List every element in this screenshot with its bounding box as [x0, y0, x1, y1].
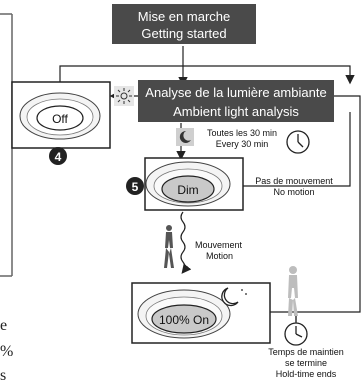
- moon-icon: [176, 128, 194, 146]
- every-30-min-fr: Toutes les 30 min: [207, 128, 277, 138]
- getting-started-box: Mise en marche Getting started: [112, 4, 256, 44]
- left-frame-fragment: [0, 13, 13, 277]
- getting-started-en: Getting started: [141, 26, 226, 41]
- sun-icon: [114, 86, 134, 106]
- dim-lamp: Dim: [144, 157, 244, 211]
- hold-time-line-2: se termine: [285, 358, 327, 368]
- on-lamp: 100% On: [131, 282, 271, 344]
- analysis-fr: Analyse de la lumière ambiante: [145, 85, 326, 100]
- every-30-min-en: Every 30 min: [216, 139, 269, 149]
- no-motion-en: No motion: [273, 187, 314, 197]
- standing-person-icon: [288, 266, 298, 316]
- step-5-badge: 5: [126, 177, 144, 195]
- hold-time-line-3: Hold-time ends: [276, 369, 337, 379]
- left-edge-text-1: e: [0, 317, 7, 334]
- analysis-en: Ambient light analysis: [173, 104, 299, 119]
- step-4-badge: 4: [49, 147, 67, 165]
- ambient-light-analysis-box: Analyse de la lumière ambiante Ambient l…: [138, 80, 334, 122]
- getting-started-fr: Mise en marche: [138, 9, 230, 24]
- dim-label: Dim: [177, 183, 198, 197]
- walking-person-icon: [164, 225, 174, 268]
- off-label: Off: [52, 112, 68, 126]
- left-edge-text-2: %: [0, 343, 13, 360]
- step-5-number: 5: [132, 180, 139, 194]
- no-motion-fr: Pas de mouvement: [255, 176, 333, 186]
- off-lamp: Off: [11, 81, 111, 149]
- clock-icon: [286, 130, 310, 154]
- hold-time-line-1: Temps de maintien: [268, 347, 344, 357]
- on-label: 100% On: [159, 313, 209, 327]
- motion-fr: Mouvement: [195, 240, 243, 250]
- clock-icon-2: [284, 322, 308, 346]
- moon-stars-icon: [221, 287, 247, 307]
- left-edge-text-3: s: [0, 367, 6, 380]
- step-4-number: 4: [55, 150, 62, 164]
- motion-en: Motion: [206, 251, 233, 261]
